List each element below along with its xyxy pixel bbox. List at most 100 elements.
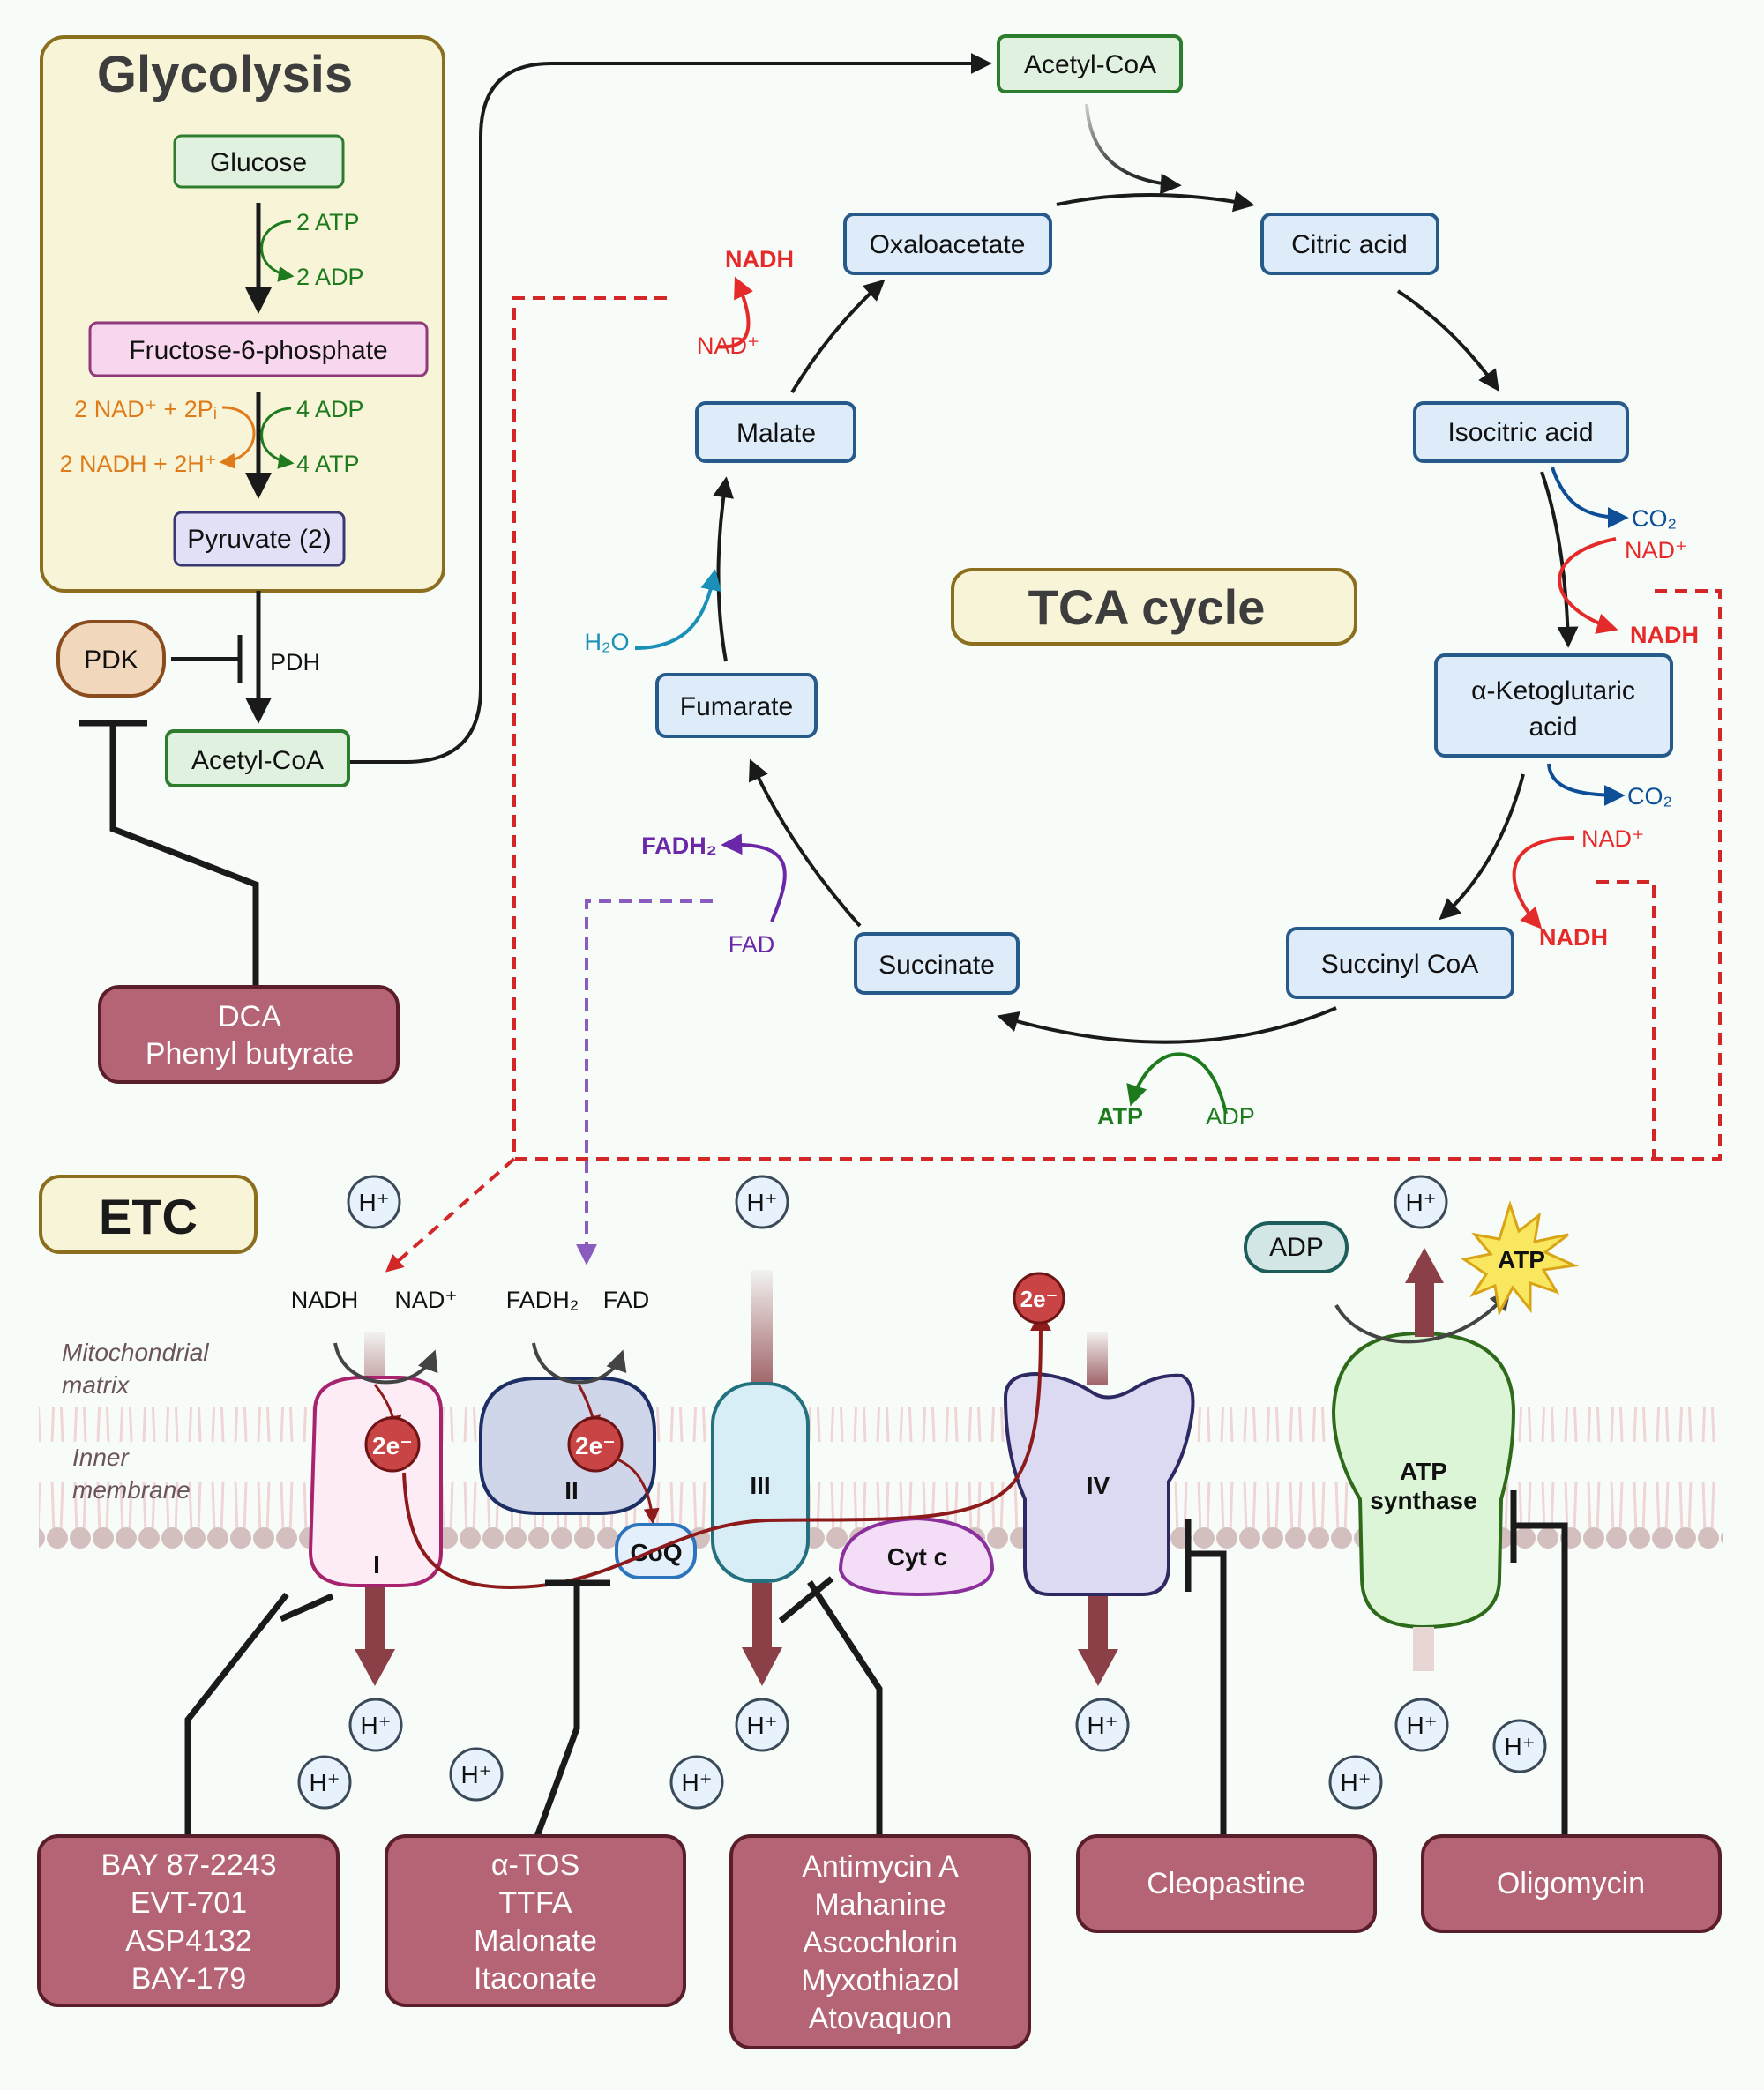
pdk-node: PDK	[56, 620, 166, 698]
svg-text:α-TOS: α-TOS	[491, 1848, 579, 1882]
complex-iv-electron: 2e⁻	[1013, 1272, 1065, 1325]
fumarate-node: Fumarate	[655, 673, 818, 738]
svg-text:2e⁻: 2e⁻	[1020, 1286, 1058, 1312]
alpha-ketoglutaric-acid-node: α-Ketoglutaric acid	[1434, 653, 1673, 758]
svg-text:H⁺: H⁺	[359, 1189, 390, 1216]
svg-text:BAY-179: BAY-179	[131, 1962, 246, 1996]
malate-nadh-label: NADH	[725, 246, 794, 272]
etc-atp-burst: ATP	[1461, 1200, 1580, 1317]
atp-synthase-proton-channel	[1413, 1627, 1434, 1671]
complex-iii: III	[711, 1382, 810, 1583]
succinyl-coa-node: Succinyl CoA	[1286, 927, 1514, 999]
succinate-fad-label: FAD	[729, 931, 775, 958]
complex-iv-proton-pump-arrow	[1078, 1596, 1118, 1686]
etc-fad-label: FAD	[603, 1287, 650, 1313]
svg-text:Succinate: Succinate	[878, 951, 995, 980]
etc-adp-node: ADP	[1244, 1221, 1349, 1273]
citric-acid-node: Citric acid	[1260, 213, 1439, 275]
svg-text:H⁺: H⁺	[1406, 1189, 1437, 1216]
membrane-label-1: Inner	[72, 1444, 130, 1471]
svg-text:H⁺: H⁺	[1407, 1712, 1438, 1739]
complex-iii-proton-pump-arrow	[742, 1583, 782, 1686]
svg-text:ETC: ETC	[99, 1189, 198, 1244]
svg-text:Acetyl-CoA: Acetyl-CoA	[1024, 50, 1156, 79]
isocitrate-co2-arrow	[1551, 467, 1629, 528]
complex-iv-inhibition-line	[1185, 1519, 1227, 1839]
atp-consumption-arrow	[260, 220, 295, 282]
glycolysis-panel: Glycolysis Glucose 2 ATP 2 ADP Fructose-…	[40, 35, 445, 593]
citrate-to-isocitrate-arrow	[1396, 289, 1499, 392]
svg-text:Phenyl butyrate: Phenyl butyrate	[146, 1037, 354, 1071]
pyruvate-node: Pyruvate (2)	[173, 511, 346, 567]
complex-i-nadh-oxidation-arrow	[333, 1342, 438, 1385]
h-ion: H⁺	[1394, 1175, 1448, 1229]
glycolysis-title: Glycolysis	[97, 46, 353, 103]
svg-text:Succinyl CoA: Succinyl CoA	[1321, 950, 1478, 979]
isocitrate-co2-label: CO₂	[1632, 505, 1677, 532]
tca-title-box: TCA cycle	[951, 568, 1357, 646]
acetylcoa-to-tca-arrow	[350, 53, 992, 764]
svg-text:EVT-701: EVT-701	[131, 1886, 247, 1920]
inhibitor-box-complex-i: BAY 87-2243 EVT-701 ASP4132 BAY-179	[37, 1834, 340, 2007]
svg-text:TTFA: TTFA	[498, 1886, 572, 1920]
svg-text:Itaconate: Itaconate	[474, 1962, 597, 1996]
svg-text:Myxothiazol: Myxothiazol	[801, 1964, 960, 1997]
fumarate-to-malate-arrow	[713, 476, 734, 662]
pdh-label: PDH	[270, 649, 320, 676]
complex-iii-proton-channel	[751, 1270, 773, 1385]
nadh-to-complex-i-dashed-line	[385, 296, 1722, 1273]
svg-text:α-Ketoglutaric: α-Ketoglutaric	[1471, 676, 1635, 705]
complex-ii-fadh2-oxidation-arrow	[532, 1342, 627, 1385]
inhibitor-box-complex-ii: α-TOS TTFA Malonate Itaconate	[385, 1834, 686, 2007]
svg-text:Cyt c: Cyt c	[887, 1543, 947, 1571]
isocitrate-nadh-label: NADH	[1630, 622, 1699, 648]
fructose-6-phosphate-node: Fructose-6-phosphate	[88, 321, 429, 377]
dca-inhibition-line	[79, 720, 259, 998]
etc-nadh-label: NADH	[291, 1287, 359, 1313]
svg-text:Glucose: Glucose	[210, 148, 307, 177]
svg-text:III: III	[750, 1472, 770, 1499]
complex-i-inhibition-line	[184, 1592, 334, 1839]
succinylcoa-to-succinate-arrow	[997, 1006, 1337, 1044]
matrix-label-2: matrix	[62, 1371, 130, 1399]
proton-ions: H⁺ H⁺ H⁺ H⁺ H⁺ H⁺ H⁺ H⁺ H⁺ H⁺ H⁺ H⁺	[297, 1175, 1547, 1810]
svg-text:Acetyl-CoA: Acetyl-CoA	[191, 746, 324, 775]
svg-text:Oligomycin: Oligomycin	[1497, 1867, 1645, 1900]
acetylcoa-entry-arrow	[1085, 103, 1182, 195]
malate-to-oxaloacetate-arrow	[790, 279, 886, 394]
svg-text:H⁺: H⁺	[747, 1189, 778, 1216]
svg-text:Oxaloacetate: Oxaloacetate	[870, 230, 1026, 259]
isocitrate-nadh-arrow	[1558, 537, 1618, 634]
fumarate-h2o-arrow	[634, 569, 721, 650]
svg-text:IV: IV	[1087, 1472, 1110, 1499]
inhibitor-box-complex-iii: Antimycin A Mahanine Ascochlorin Myxothi…	[729, 1834, 1031, 2049]
svg-text:II: II	[564, 1477, 579, 1504]
svg-text:Cleopastine: Cleopastine	[1147, 1867, 1305, 1900]
etc-title-box: ETC	[39, 1175, 258, 1254]
h-ion: H⁺	[1394, 1698, 1449, 1752]
fadh2-to-complex-ii-dashed-line	[576, 899, 713, 1265]
adp-to-atp-arrow	[1334, 1288, 1512, 1344]
svg-text:Isocitric acid: Isocitric acid	[1447, 418, 1593, 447]
svg-text:Ascochlorin: Ascochlorin	[803, 1926, 958, 1959]
oxaloacetate-to-citrate-arrow	[1056, 190, 1255, 213]
akg-nadh-label: NADH	[1539, 924, 1608, 951]
glucose-node: Glucose	[173, 134, 345, 189]
complex-i-electron: 2e⁻	[364, 1416, 421, 1473]
isocitrate-to-akg-arrow	[1540, 471, 1579, 648]
svg-text:H⁺: H⁺	[310, 1769, 340, 1796]
complex-i: I	[308, 1376, 443, 1587]
svg-text:H⁺: H⁺	[747, 1712, 778, 1739]
h-ion: H⁺	[1492, 1719, 1547, 1773]
succinate-to-fumarate-arrow	[748, 758, 862, 928]
svg-text:ATP: ATP	[1498, 1246, 1545, 1273]
isocitric-acid-node: Isocitric acid	[1413, 401, 1629, 463]
svg-text:2e⁻: 2e⁻	[575, 1432, 616, 1459]
step1-input: 2 ATP	[296, 209, 360, 235]
svg-text:Fumarate: Fumarate	[680, 692, 793, 721]
svg-text:H⁺: H⁺	[682, 1769, 713, 1796]
membrane-label-2: membrane	[72, 1476, 191, 1504]
step2-input-left: 2 NAD⁺ + 2Pᵢ	[74, 396, 217, 422]
svg-text:H⁺: H⁺	[1088, 1712, 1118, 1739]
svg-text:Mahanine: Mahanine	[814, 1888, 946, 1922]
